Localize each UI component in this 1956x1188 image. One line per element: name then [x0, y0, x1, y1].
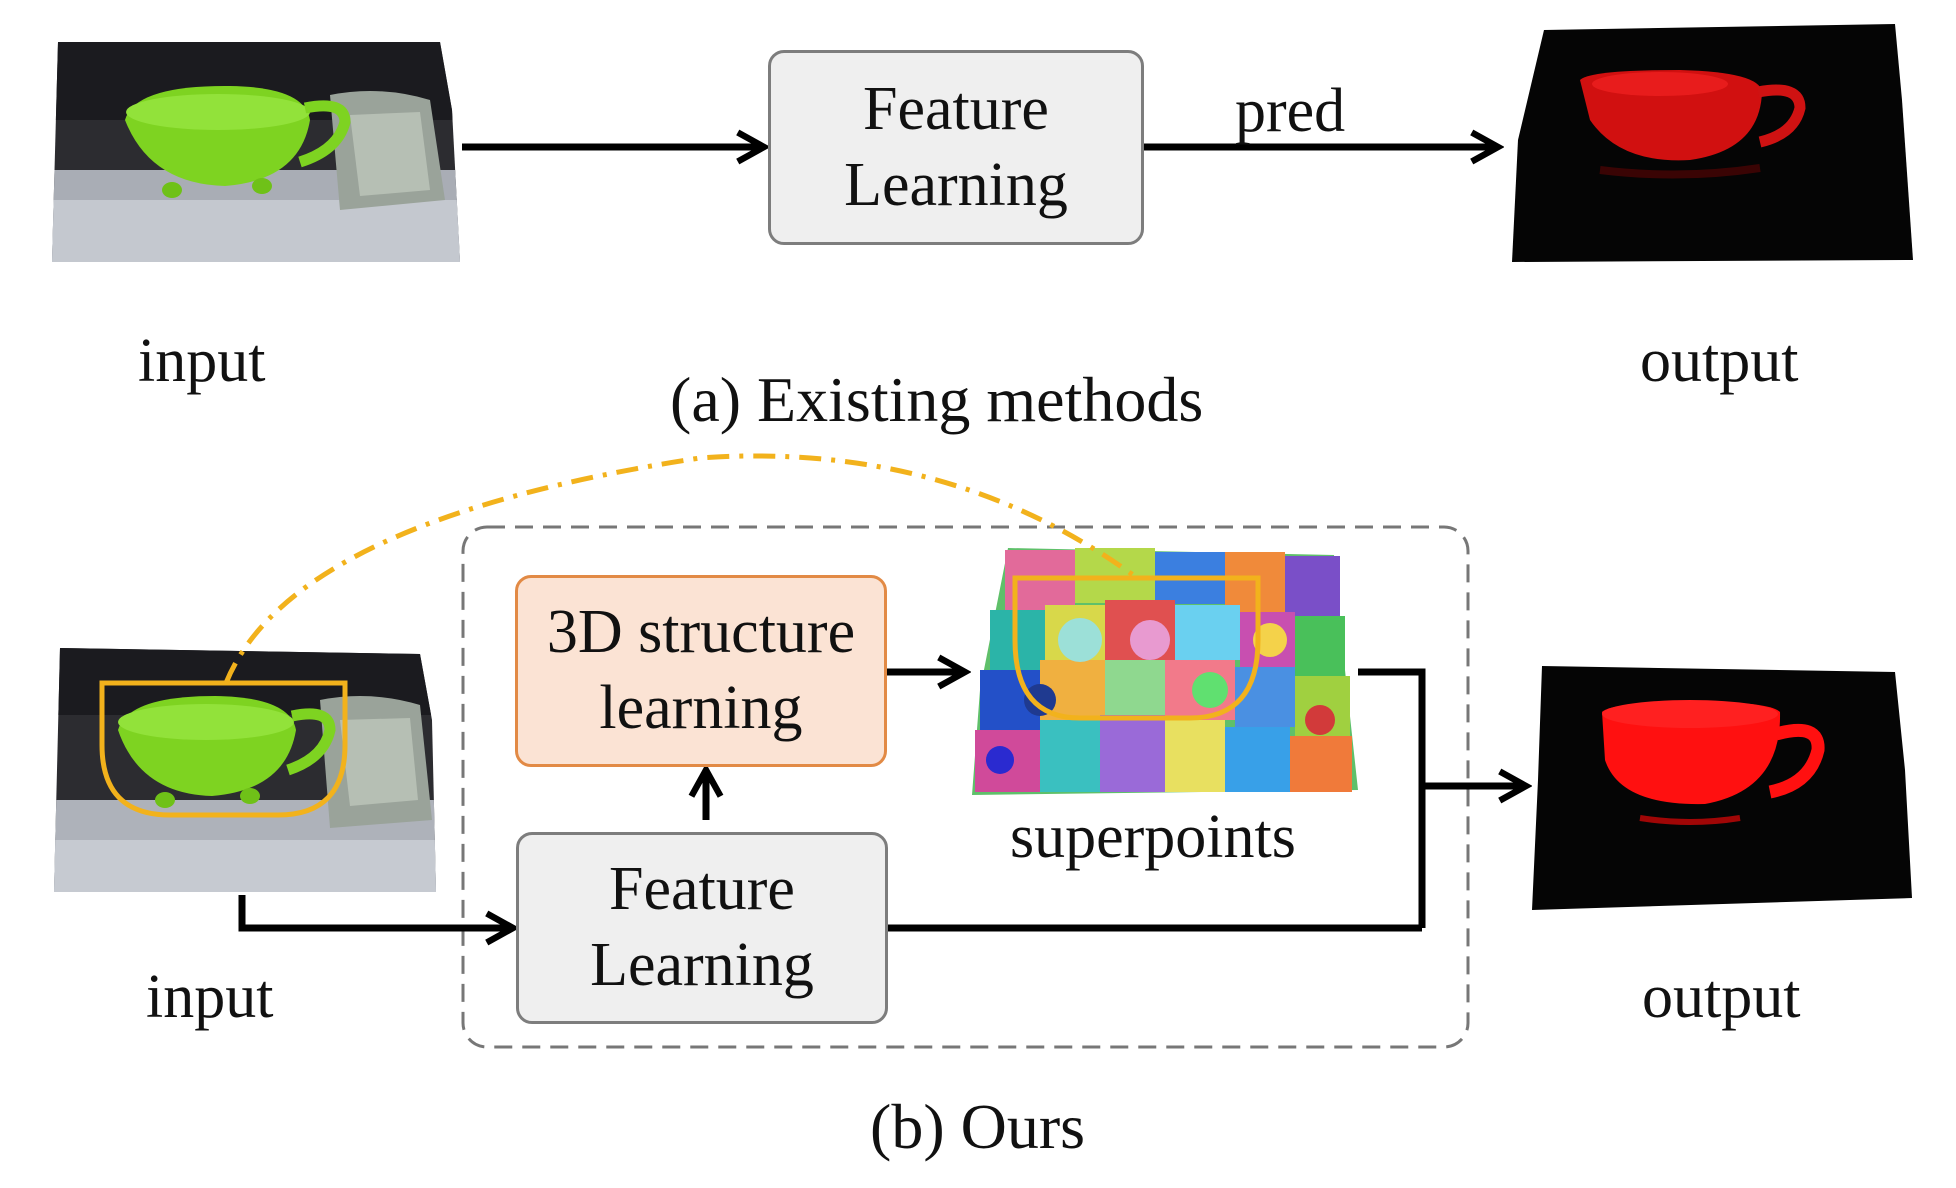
input-label-a: input [138, 327, 266, 395]
feature-learning-box-a: Feature Learning [768, 50, 1144, 245]
feature-learning-line2-b: Learning [590, 931, 814, 999]
output-image-a [1512, 24, 1913, 262]
output-label-b: output [1642, 963, 1801, 1031]
input-image-b [54, 648, 436, 892]
input-label-b: input [146, 963, 274, 1031]
feature-learning-box-b: Feature Learning [516, 832, 888, 1024]
superpoints-label: superpoints [1010, 803, 1296, 871]
caption-b: (b) Ours [870, 1091, 1086, 1162]
output-label-a: output [1640, 327, 1799, 395]
pred-label: pred [1235, 77, 1346, 145]
superpoints-image [972, 548, 1358, 795]
line-superpoints-to-merge [1358, 668, 1426, 928]
feature-learning-line1-a: Feature [863, 74, 1049, 143]
caption-a: (a) Existing methods [670, 364, 1204, 435]
feature-learning-line1-b: Feature [609, 855, 795, 924]
arrow-input-to-feature-b [238, 895, 513, 928]
feature-learning-line2-a: Learning [844, 150, 1068, 219]
ours-module-border [461, 525, 1470, 1049]
structure-learning-line1: 3D structure [546, 598, 856, 667]
highlight-outline-input [99, 680, 348, 818]
highlight-outline-superpoints [1012, 575, 1261, 721]
structure-learning-box: 3D structure learning [515, 575, 887, 767]
input-image-a [52, 42, 460, 262]
structure-learning-line2: learning [599, 674, 803, 742]
output-image-b [1532, 666, 1912, 910]
